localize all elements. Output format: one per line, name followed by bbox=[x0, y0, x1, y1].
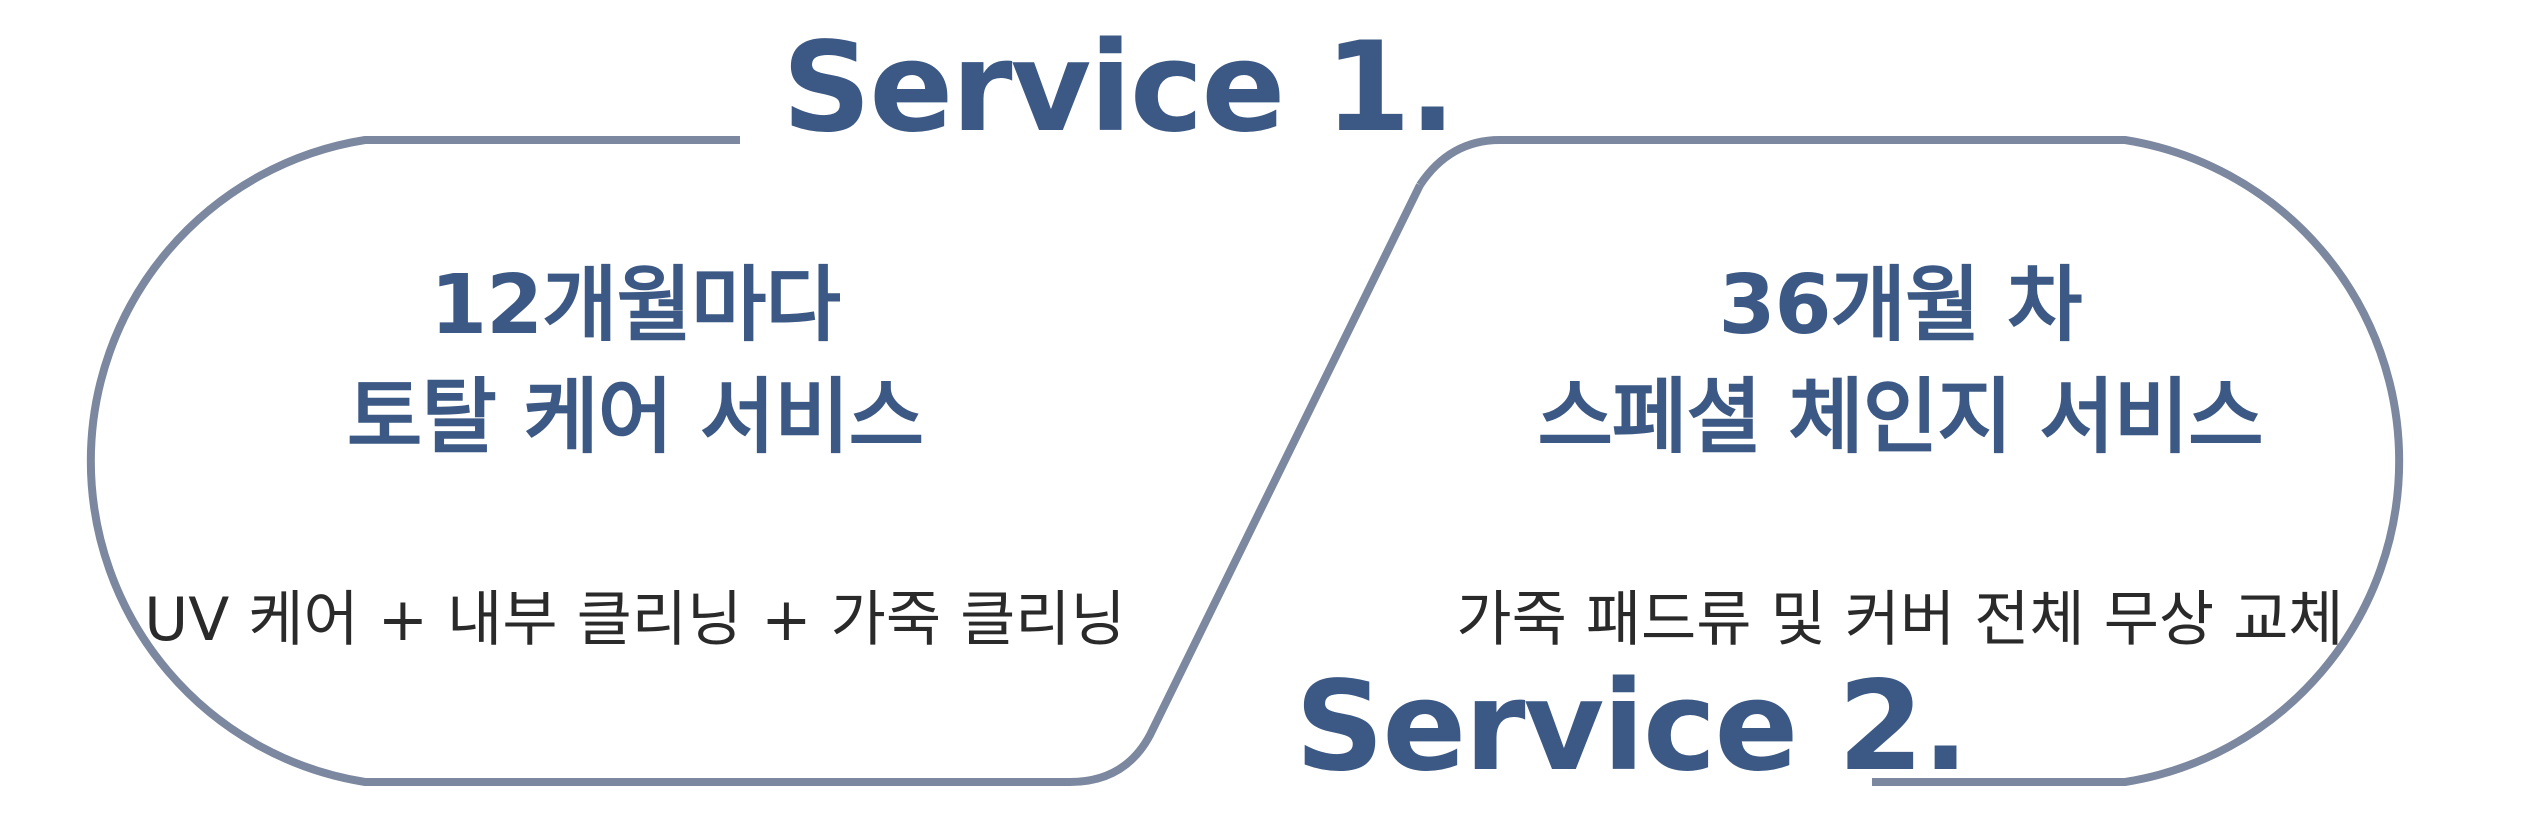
service1-heading: Service 1. bbox=[782, 16, 1456, 160]
service1-outline-shape bbox=[86, 136, 1424, 786]
service2-description: 가죽 패드류 및 커버 전체 무상 교체 bbox=[1456, 585, 2344, 655]
service2-heading: Service 2. bbox=[1295, 655, 1969, 799]
service1-title-line1: 12개월마다 bbox=[430, 258, 841, 353]
service2-outline-shape bbox=[1416, 136, 2404, 786]
service2-panel: 36개월 차 스페셜 체인지 서비스 가죽 패드류 및 커버 전체 무상 교체 bbox=[1350, 250, 2450, 660]
service1-title-line2: 토탈 케어 서비스 bbox=[346, 370, 924, 465]
service2-title-line1: 36개월 차 bbox=[1718, 258, 2083, 353]
service1-description: UV 케어 + 내부 클리닝 + 가죽 클리닝 bbox=[144, 585, 1126, 655]
service1-panel: 12개월마다 토탈 케어 서비스 UV 케어 + 내부 클리닝 + 가죽 클리닝 bbox=[60, 250, 1210, 660]
service2-title-line2: 스페셜 체인지 서비스 bbox=[1537, 370, 2263, 465]
